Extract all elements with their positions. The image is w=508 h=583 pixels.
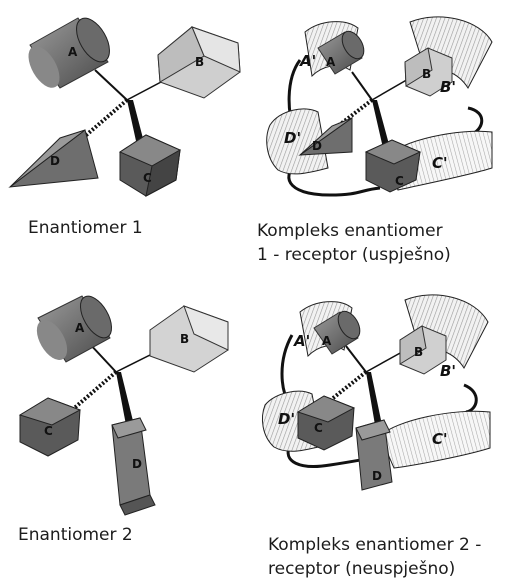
substituent-c-cube <box>364 139 422 193</box>
substituent-a-cylinder <box>313 310 361 355</box>
receptor-site-d <box>266 108 329 175</box>
label-a: A <box>326 55 336 69</box>
substituent-c-cube <box>18 397 82 457</box>
bond-b <box>371 77 411 101</box>
label-b: B <box>195 55 204 69</box>
label-d: D <box>372 469 382 483</box>
substituent-c-cube <box>296 395 356 451</box>
label-c-prime: C' <box>432 154 448 172</box>
label-c-prime: C' <box>432 430 448 448</box>
enantiomer-1-molecule: A B D C <box>8 17 241 197</box>
bond-c-hashed <box>70 370 118 412</box>
substituent-a-cylinder <box>317 30 365 75</box>
bond-a <box>345 345 367 373</box>
substituent-b-prism <box>149 305 229 373</box>
caption-complex-1-line-2: 1 - receptor (uspješno) <box>257 245 451 265</box>
bond-d-wedge <box>366 372 382 425</box>
substituent-d-pyramid <box>8 129 99 188</box>
bond-d-wedge <box>116 372 134 425</box>
bond-c-hashed <box>326 370 368 404</box>
label-d: D <box>312 139 322 153</box>
bond-a <box>351 71 373 101</box>
receptor-site-c <box>379 410 491 469</box>
label-a-prime: A' <box>299 52 316 70</box>
substituent-d-prism <box>111 417 156 516</box>
complex-1-molecule: A' A B B' D' D C' C <box>266 16 493 197</box>
label-c: C <box>314 421 323 435</box>
label-a: A <box>322 334 332 348</box>
substituent-b-prism <box>157 26 241 99</box>
substituent-b-prism <box>399 325 447 375</box>
caption-complex-2-line-1: Kompleks enantiomer 2 - <box>268 535 482 555</box>
caption-complex-1-line-1: Kompleks enantiomer <box>257 221 443 241</box>
label-a: A <box>68 45 78 59</box>
bond-c-wedge <box>127 100 146 150</box>
label-d-prime: D' <box>284 129 301 147</box>
complex-2-molecule: A' A B B' D' C C' D <box>261 294 491 491</box>
caption-enantiomer-1: Enantiomer 1 <box>28 218 143 238</box>
receptor-loop <box>463 383 478 414</box>
label-d-prime: D' <box>278 410 295 428</box>
caption-enantiomer-2: Enantiomer 2 <box>18 525 133 545</box>
label-b-prime: B' <box>440 362 456 380</box>
substituent-d-prism <box>355 419 393 491</box>
label-d: D <box>132 457 142 471</box>
label-b-prime: B' <box>440 78 456 96</box>
label-a: A <box>75 321 85 335</box>
substituent-a-cylinder <box>36 295 112 363</box>
bond-b <box>365 351 403 373</box>
bond-c-wedge <box>372 100 390 148</box>
label-c: C <box>395 174 404 188</box>
caption-complex-2-line-2: receptor (neuspješno) <box>268 559 456 579</box>
label-c: C <box>44 424 53 438</box>
label-b: B <box>180 332 189 346</box>
substituent-d-pyramid <box>298 117 353 156</box>
label-b: B <box>422 67 431 81</box>
enantiomer-2-molecule: A B C D <box>18 295 229 516</box>
label-a-prime: A' <box>293 332 310 350</box>
label-c: C <box>143 171 152 185</box>
label-b: B <box>414 345 423 359</box>
substituent-b-prism <box>404 47 453 97</box>
bond-a <box>94 69 128 101</box>
substituent-c-cube <box>118 134 182 197</box>
label-d: D <box>50 154 60 168</box>
substituent-a-cylinder <box>28 17 110 89</box>
bond-d-hashed <box>82 98 129 139</box>
